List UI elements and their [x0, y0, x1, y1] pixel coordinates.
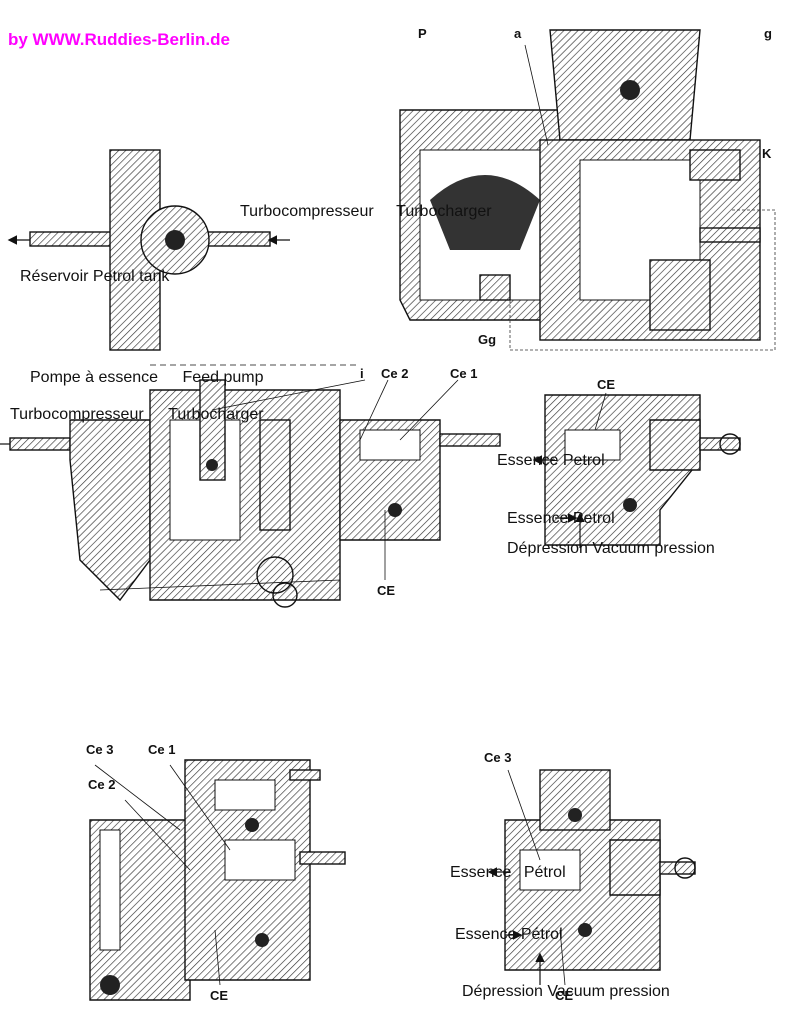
label-ce-middle-left: CE [377, 583, 396, 598]
label-ce-bottom-right: CE [555, 988, 574, 1003]
feed-pump-label: Pompe à essence Feed pump [30, 369, 264, 386]
turbo-label-middle: Turbocompresseur Turbocharger [10, 406, 264, 423]
middle-left-assembly [0, 364, 501, 608]
label-p: P [418, 26, 427, 41]
vacuum-label-middle: Dépression Vacuum pression [507, 540, 715, 557]
label-g: g [764, 26, 772, 41]
petrol-label-1-bottom: Essence Pétrol [450, 864, 566, 881]
petrol-label-2-bottom: Essence Pétrol [455, 926, 563, 943]
label-ce3-bottom-right: Ce 3 [484, 750, 512, 765]
bottom-left-assembly [89, 759, 346, 1001]
label-ce-middle-right: CE [597, 377, 616, 392]
label-ce-bottom-left: CE [210, 988, 229, 1003]
label-ce1-bottom-left: Ce 1 [148, 742, 176, 757]
bottom-right-assembly [487, 769, 696, 986]
top-assembly [7, 29, 776, 351]
turbo-label-top: Turbocompresseur Turbocharger [240, 203, 492, 220]
label-gg: Gg [478, 332, 497, 347]
label-k: K [762, 146, 772, 161]
label-a: a [514, 26, 522, 41]
label-ce2-bottom-left: Ce 2 [88, 777, 116, 792]
website-credit: by WWW.Ruddies-Berlin.de [8, 30, 230, 49]
petrol-label-1-middle: Essence Petrol [497, 452, 605, 469]
vacuum-label-bottom: Dépression Vacuum pression [462, 983, 670, 1000]
middle-right-assembly [532, 392, 741, 548]
label-i: i [360, 366, 364, 381]
petrol-label-2-middle: Essence Petrol [507, 510, 615, 527]
reservoir-label: Réservoir Petrol tank [20, 268, 170, 285]
label-ce2-middle: Ce 2 [381, 366, 409, 381]
label-ce3-bottom-left: Ce 3 [86, 742, 114, 757]
label-ce1-middle: Ce 1 [450, 366, 478, 381]
